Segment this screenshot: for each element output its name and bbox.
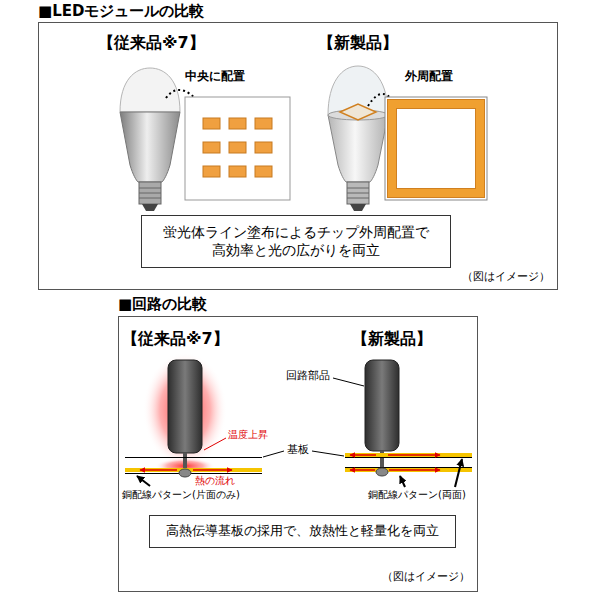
- bulb-dome: [120, 68, 180, 112]
- module-square: [185, 97, 290, 200]
- screw-thread: [347, 193, 369, 194]
- perimeter-module: [385, 97, 487, 200]
- heat-arrow: [140, 469, 177, 471]
- product-heading: 【従来品※7】: [122, 330, 229, 348]
- bulb-tip: [350, 204, 366, 211]
- new-circuit: [345, 360, 472, 487]
- product-heading: 【従来品※7】: [98, 34, 205, 52]
- led-module: [340, 104, 376, 120]
- bulb-body: [328, 115, 388, 182]
- screw-thread: [139, 193, 161, 194]
- leader-line: [312, 451, 344, 456]
- summary-text: 高熱伝導基板の採用で、放熱性と軽量化を両立: [158, 523, 447, 540]
- note-text: （図はイメージ）: [462, 271, 550, 284]
- leader-line: [400, 476, 405, 487]
- callout-text: 外周配置: [405, 70, 453, 84]
- heat-arrow: [389, 469, 440, 471]
- circuit-component: [365, 360, 399, 451]
- solder: [376, 468, 388, 476]
- heat-label: 温度上昇: [228, 429, 268, 441]
- frame-edge: [388, 100, 485, 198]
- screw-thread: [347, 198, 369, 199]
- part-label: 銅配線パターン(片面のみ): [122, 489, 240, 501]
- led-chip: [203, 166, 220, 177]
- led-chip: [229, 118, 246, 129]
- conventional-circuit: [125, 352, 262, 486]
- phosphor-frame: [392, 104, 480, 193]
- section-panel: ■LEDモジュールの比較蛍光体ライン塗布によるチップ外周配置で 高効率と光の広が…: [38, 22, 558, 290]
- heat-arrow: [350, 469, 375, 471]
- heat-arrow: [193, 469, 232, 471]
- copper-pattern: [345, 453, 472, 457]
- leader-line: [204, 438, 226, 450]
- frame-edge: [397, 109, 476, 189]
- bulb-tip: [142, 204, 158, 211]
- conventional-bulb: [120, 68, 180, 211]
- led-chip: [255, 142, 272, 153]
- led-chip: [255, 166, 272, 177]
- board-edge: [125, 457, 262, 458]
- part-label: 銅配線パターン(両面): [368, 489, 466, 501]
- circuit-component: [168, 360, 202, 453]
- heat-glow: [143, 352, 227, 468]
- solder: [179, 469, 191, 477]
- heat-arrow: [350, 454, 376, 456]
- bulb-body: [120, 112, 180, 182]
- center-chip-module: [185, 97, 290, 200]
- led-chip: [203, 142, 220, 153]
- led-chip: [229, 166, 246, 177]
- bulb-base: [347, 182, 369, 204]
- leader-line: [263, 451, 284, 457]
- leader-line: [455, 459, 462, 487]
- summary-box: 蛍光体ライン塗布によるチップ外周配置で 高効率と光の広がりを両立: [141, 215, 451, 268]
- part-label: 基板: [287, 444, 309, 457]
- board-edge: [345, 457, 472, 458]
- summary-text: 蛍光体ライン塗布によるチップ外周配置で 高効率と光の広がりを両立: [159, 223, 433, 259]
- screw-thread: [139, 198, 161, 199]
- new-bulb: [328, 66, 388, 211]
- bulb-base: [139, 182, 161, 204]
- summary-box: 高熱伝導基板の採用で、放熱性と軽量化を両立: [149, 515, 456, 548]
- board-edge: [125, 473, 262, 474]
- leader-line: [137, 476, 150, 486]
- screw-thread: [347, 188, 369, 189]
- led-chip: [203, 118, 220, 129]
- leader-line: [333, 378, 364, 386]
- product-heading: 【新製品】: [352, 330, 432, 348]
- note-text: （図はイメージ）: [382, 571, 470, 584]
- heat-label: 熱の流れ: [195, 475, 235, 487]
- heat-arrow: [388, 454, 440, 456]
- module-square: [385, 97, 487, 200]
- part-label: 回路部品: [286, 370, 330, 383]
- callout-text: 中央に配置: [185, 70, 245, 84]
- led-chip: [229, 142, 246, 153]
- board-edge: [345, 467, 472, 468]
- led-chip: [255, 118, 272, 129]
- screw-thread: [139, 188, 161, 189]
- copper-pattern: [125, 468, 262, 472]
- product-heading: 【新製品】: [318, 34, 398, 52]
- section-heading: ■LEDモジュールの比較: [38, 2, 204, 20]
- section-heading: ■回路の比較: [118, 295, 207, 313]
- copper-pattern: [345, 468, 472, 472]
